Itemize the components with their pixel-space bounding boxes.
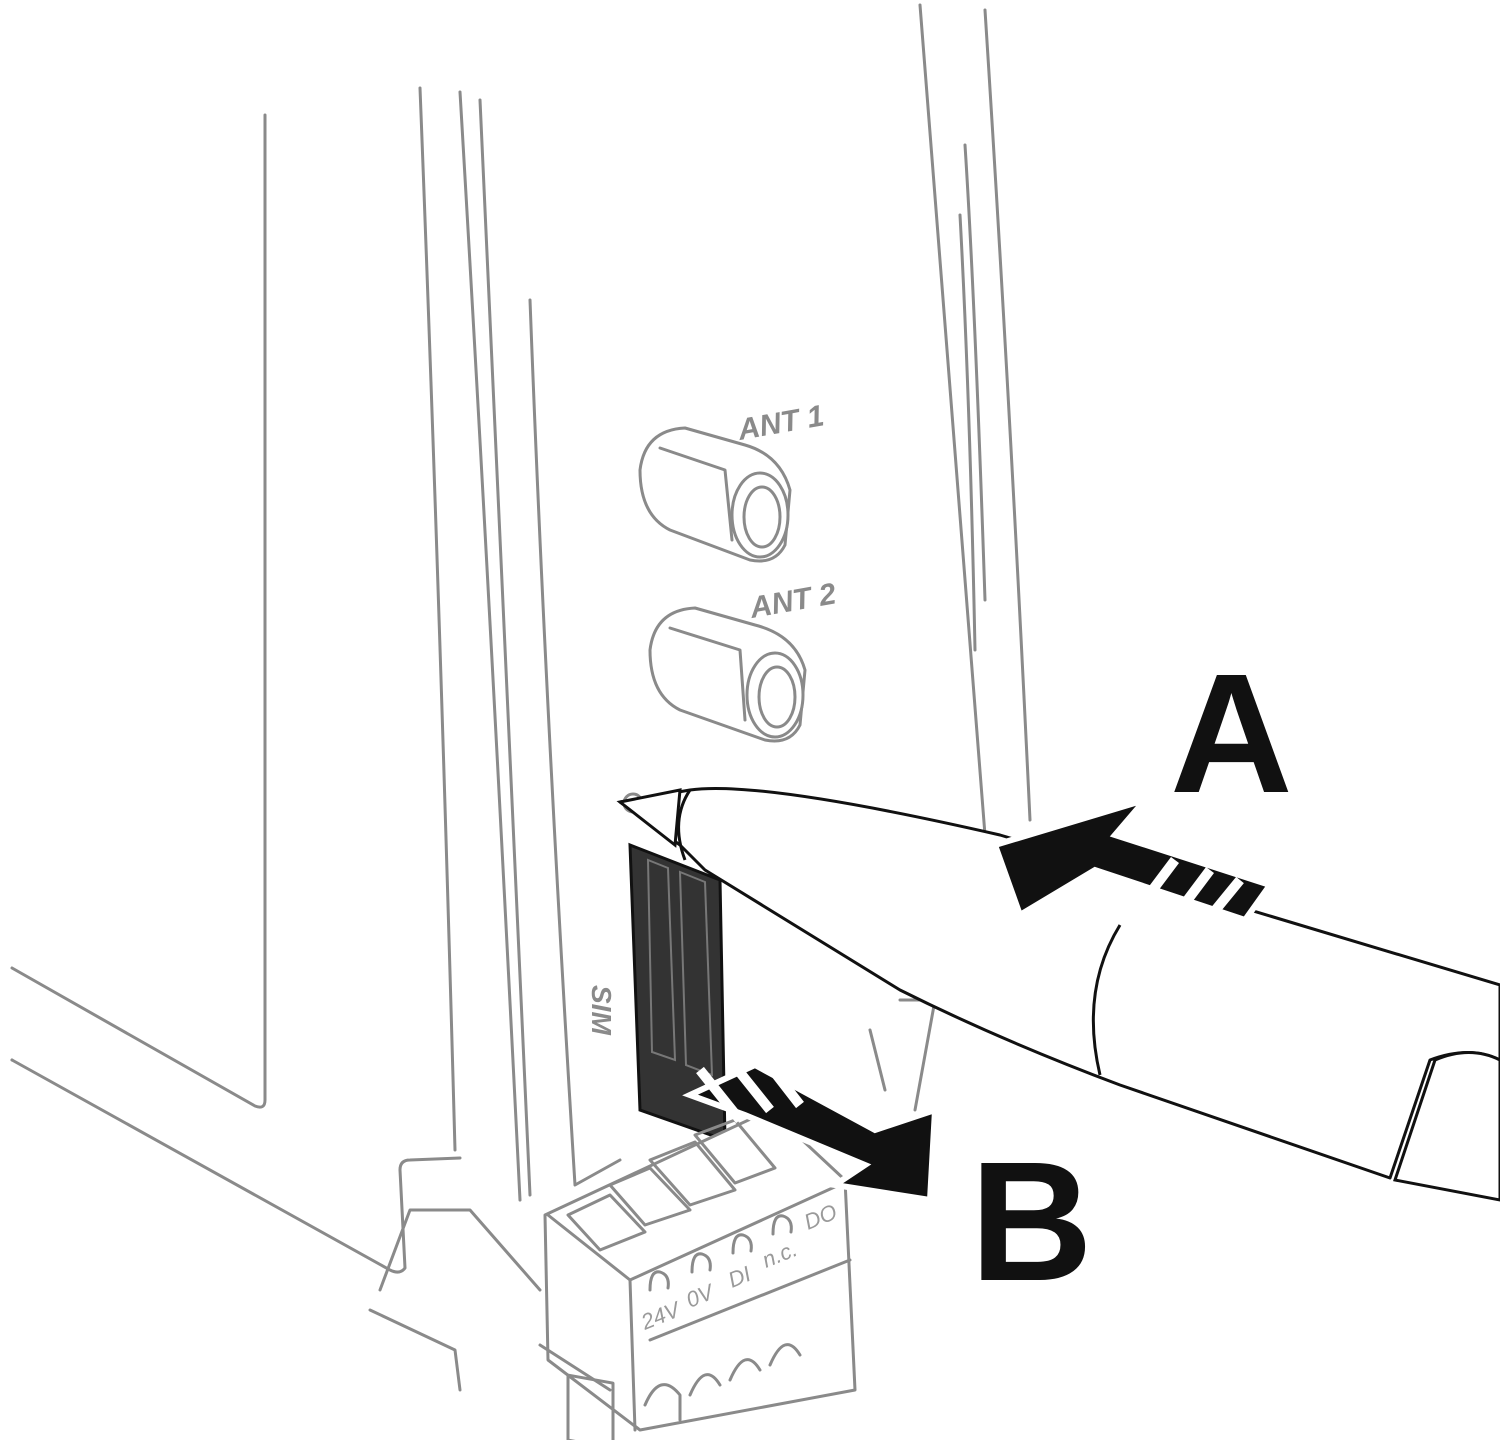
arrow-a [991, 794, 1275, 939]
pen-tool [616, 786, 1500, 1202]
terminal-slots [566, 1118, 777, 1252]
ant1-label: ANT 1 [735, 399, 827, 447]
ant2-label: ANT 2 [747, 577, 839, 625]
sim-label: SIM [586, 985, 617, 1035]
terminal-block[interactable]: 24V 0V DI n.c. DO [538, 1108, 857, 1440]
antenna-connector-1 [638, 426, 792, 563]
terminal-clamps [643, 1214, 852, 1422]
antenna-connector-2 [648, 606, 807, 743]
arrow-b [682, 1056, 939, 1204]
housing [10, 3, 1032, 1392]
step-b-label: B [970, 1127, 1093, 1317]
step-a-label: A [1170, 639, 1293, 829]
